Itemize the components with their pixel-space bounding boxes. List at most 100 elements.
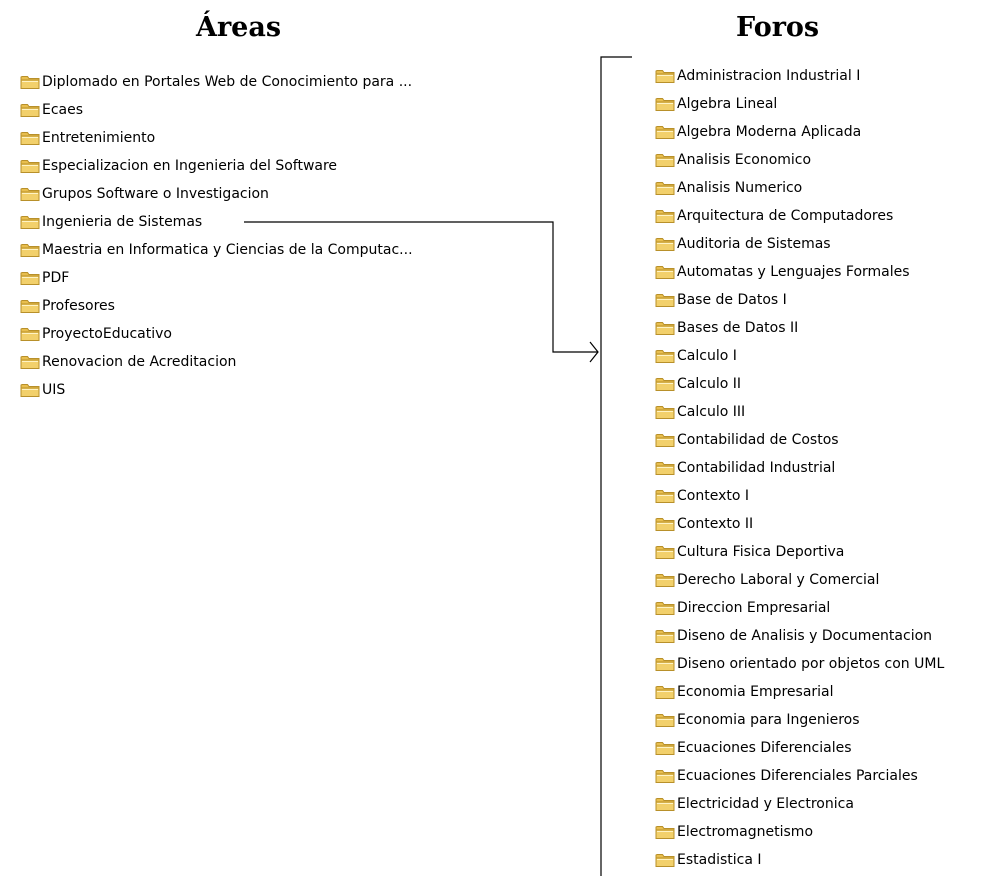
foro-item-diseno-orientado-por-objetos-con-uml[interactable]: Diseno orientado por objetos con UML xyxy=(655,650,944,678)
folder-icon xyxy=(20,326,40,342)
folder-icon xyxy=(655,348,675,364)
folder-icon xyxy=(20,186,40,202)
area-item-label: ProyectoEducativo xyxy=(42,326,172,342)
area-item-label: Entretenimiento xyxy=(42,130,156,146)
folder-icon xyxy=(20,242,40,258)
folder-icon xyxy=(655,208,675,224)
foro-item-label: Cultura Fisica Deportiva xyxy=(677,544,845,560)
foro-item-label: Bases de Datos II xyxy=(677,320,799,336)
foro-item-label: Calculo I xyxy=(677,348,737,364)
foro-item-auditoria-de-sistemas[interactable]: Auditoria de Sistemas xyxy=(655,230,944,258)
area-item-profesores[interactable]: Profesores xyxy=(20,292,413,320)
foro-item-label: Direccion Empresarial xyxy=(677,600,831,616)
foro-item-analisis-economico[interactable]: Analisis Economico xyxy=(655,146,944,174)
foro-item-electromagnetismo[interactable]: Electromagnetismo xyxy=(655,818,944,846)
folder-icon xyxy=(20,382,40,398)
area-item-uis[interactable]: UIS xyxy=(20,376,413,404)
folder-icon xyxy=(655,768,675,784)
area-item-diplomado-en-portales-web-de-conocimiento-para[interactable]: Diplomado en Portales Web de Conocimient… xyxy=(20,68,413,96)
area-item-ingenieria-de-sistemas[interactable]: Ingenieria de Sistemas xyxy=(20,208,413,236)
foro-item-label: Contabilidad de Costos xyxy=(677,432,839,448)
area-item-proyectoeducativo[interactable]: ProyectoEducativo xyxy=(20,320,413,348)
foro-item-label: Electromagnetismo xyxy=(677,824,814,840)
foro-item-contabilidad-industrial[interactable]: Contabilidad Industrial xyxy=(655,454,944,482)
foro-item-label: Analisis Numerico xyxy=(677,180,803,196)
foro-item-calculo-i[interactable]: Calculo I xyxy=(655,342,944,370)
foro-item-contexto-ii[interactable]: Contexto II xyxy=(655,510,944,538)
foro-item-cultura-fisica-deportiva[interactable]: Cultura Fisica Deportiva xyxy=(655,538,944,566)
foro-item-label: Algebra Moderna Aplicada xyxy=(677,124,862,140)
folder-icon xyxy=(655,460,675,476)
folder-icon xyxy=(655,796,675,812)
area-item-ecaes[interactable]: Ecaes xyxy=(20,96,413,124)
folder-icon xyxy=(655,236,675,252)
foro-item-analisis-numerico[interactable]: Analisis Numerico xyxy=(655,174,944,202)
foros-heading: Foros xyxy=(736,12,820,43)
area-item-renovacion-de-acreditacion[interactable]: Renovacion de Acreditacion xyxy=(20,348,413,376)
area-item-label: Grupos Software o Investigacion xyxy=(42,186,269,202)
foro-item-derecho-laboral-y-comercial[interactable]: Derecho Laboral y Comercial xyxy=(655,566,944,594)
area-item-label: Renovacion de Acreditacion xyxy=(42,354,237,370)
area-item-label: Especializacion en Ingenieria del Softwa… xyxy=(42,158,338,174)
foro-item-diseno-de-analisis-y-documentacion[interactable]: Diseno de Analisis y Documentacion xyxy=(655,622,944,650)
foro-item-economia-empresarial[interactable]: Economia Empresarial xyxy=(655,678,944,706)
folder-icon xyxy=(655,600,675,616)
foro-item-label: Contexto II xyxy=(677,516,754,532)
foro-item-ecuaciones-diferenciales-parciales[interactable]: Ecuaciones Diferenciales Parciales xyxy=(655,762,944,790)
area-item-label: Ecaes xyxy=(42,102,84,118)
foro-item-electricidad-y-electronica[interactable]: Electricidad y Electronica xyxy=(655,790,944,818)
foro-item-label: Calculo III xyxy=(677,404,746,420)
foro-item-label: Administracion Industrial I xyxy=(677,68,861,84)
foro-item-economia-para-ingenieros[interactable]: Economia para Ingenieros xyxy=(655,706,944,734)
folder-icon xyxy=(655,404,675,420)
foro-item-label: Ecuaciones Diferenciales xyxy=(677,740,852,756)
foro-item-direccion-empresarial[interactable]: Direccion Empresarial xyxy=(655,594,944,622)
foro-item-automatas-y-lenguajes-formales[interactable]: Automatas y Lenguajes Formales xyxy=(655,258,944,286)
foro-item-label: Arquitectura de Computadores xyxy=(677,208,894,224)
folder-icon xyxy=(655,852,675,868)
folder-icon xyxy=(655,124,675,140)
foro-item-bases-de-datos-ii[interactable]: Bases de Datos II xyxy=(655,314,944,342)
foro-item-estadistica-i[interactable]: Estadistica I xyxy=(655,846,944,874)
foro-item-calculo-ii[interactable]: Calculo II xyxy=(655,370,944,398)
foro-item-algebra-moderna-aplicada[interactable]: Algebra Moderna Aplicada xyxy=(655,118,944,146)
foro-item-administracion-industrial-i[interactable]: Administracion Industrial I xyxy=(655,62,944,90)
foro-item-calculo-iii[interactable]: Calculo III xyxy=(655,398,944,426)
area-item-maestria-en-informatica-y-ciencias-de-la-computac[interactable]: Maestria en Informatica y Ciencias de la… xyxy=(20,236,413,264)
folder-icon xyxy=(655,740,675,756)
folder-icon xyxy=(655,572,675,588)
folder-icon xyxy=(20,74,40,90)
foro-item-contabilidad-de-costos[interactable]: Contabilidad de Costos xyxy=(655,426,944,454)
foro-item-label: Economia Empresarial xyxy=(677,684,834,700)
folder-icon xyxy=(655,628,675,644)
folder-icon xyxy=(655,824,675,840)
folder-icon xyxy=(655,376,675,392)
foro-item-algebra-lineal[interactable]: Algebra Lineal xyxy=(655,90,944,118)
foro-item-label: Auditoria de Sistemas xyxy=(677,236,831,252)
areas-list: Diplomado en Portales Web de Conocimient… xyxy=(20,68,413,404)
foros-bracket xyxy=(600,56,632,876)
foro-item-base-de-datos-i[interactable]: Base de Datos I xyxy=(655,286,944,314)
area-item-pdf[interactable]: PDF xyxy=(20,264,413,292)
foro-item-label: Analisis Economico xyxy=(677,152,812,168)
foro-item-label: Derecho Laboral y Comercial xyxy=(677,572,880,588)
foro-item-arquitectura-de-computadores[interactable]: Arquitectura de Computadores xyxy=(655,202,944,230)
folder-icon xyxy=(20,214,40,230)
folder-icon xyxy=(20,102,40,118)
folder-icon xyxy=(20,158,40,174)
area-item-label: Diplomado en Portales Web de Conocimient… xyxy=(42,74,413,90)
foro-item-label: Diseno de Analisis y Documentacion xyxy=(677,628,933,644)
foro-item-label: Diseno orientado por objetos con UML xyxy=(677,656,945,672)
folder-icon xyxy=(655,656,675,672)
foro-item-label: Economia para Ingenieros xyxy=(677,712,860,728)
area-item-especializacion-en-ingenieria-del-software[interactable]: Especializacion en Ingenieria del Softwa… xyxy=(20,152,413,180)
area-item-entretenimiento[interactable]: Entretenimiento xyxy=(20,124,413,152)
foro-item-label: Calculo II xyxy=(677,376,741,392)
folder-icon xyxy=(655,712,675,728)
foro-item-ecuaciones-diferenciales[interactable]: Ecuaciones Diferenciales xyxy=(655,734,944,762)
area-item-label: Maestria en Informatica y Ciencias de la… xyxy=(42,242,413,258)
folder-icon xyxy=(655,488,675,504)
connector-arrowhead xyxy=(589,341,599,363)
area-item-grupos-software-o-investigacion[interactable]: Grupos Software o Investigacion xyxy=(20,180,413,208)
foro-item-contexto-i[interactable]: Contexto I xyxy=(655,482,944,510)
